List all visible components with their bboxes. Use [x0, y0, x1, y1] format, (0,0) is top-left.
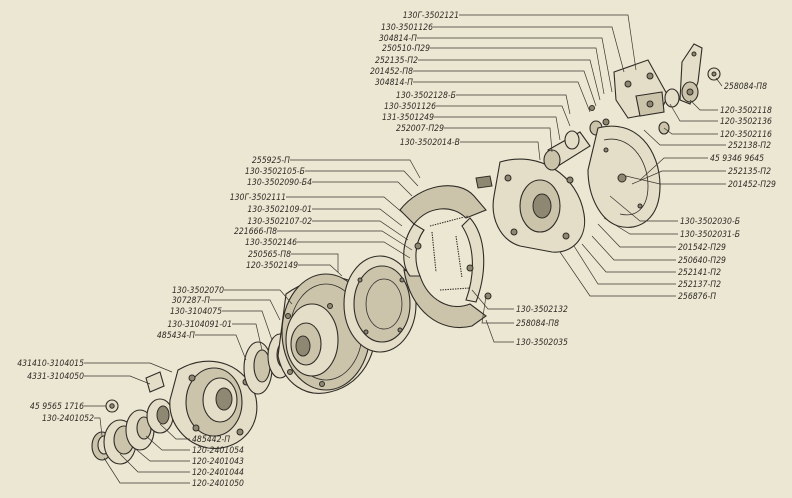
part-label: 130-3501126 — [384, 102, 436, 112]
part-label: 250640-П29 — [678, 256, 726, 266]
part-label: 201542-П29 — [678, 243, 726, 253]
part-label: 130-3502109-01 — [247, 205, 312, 215]
part-label: 130-3501126 — [381, 23, 433, 33]
part-label: 256876-П — [678, 292, 716, 302]
part-label: 130Г-3502111 — [230, 193, 286, 203]
dust-shield-ring-part — [343, 255, 417, 353]
part-label: 120-3502136 — [720, 117, 772, 127]
part-label: 252138-П2 — [728, 141, 771, 151]
part-label: 45 9565 1716 — [30, 402, 84, 412]
part-label: 252137-П2 — [678, 280, 721, 290]
part-label: 304814-П — [375, 78, 413, 88]
part-label: 255925-П — [252, 156, 290, 166]
bearing-nut-stack-part — [103, 398, 174, 465]
part-label: 130-3502014-В — [400, 138, 460, 148]
part-label: 120-3502116 — [720, 130, 772, 140]
leader-lines — [84, 14, 726, 484]
part-label: 130-3104075 — [170, 307, 222, 317]
part-label: 485434-П — [157, 331, 195, 341]
part-label: 250510-П29 — [382, 44, 430, 54]
expander-cam-shaft-part — [543, 105, 610, 171]
part-label: 120-2401044 — [192, 468, 244, 478]
part-label: 130-3502146 — [245, 238, 297, 248]
part-label: 130-3104091-01 — [167, 320, 232, 330]
brake-shoes-part — [399, 175, 493, 328]
part-label: 131-3501249 — [382, 113, 434, 123]
part-label: 120-2401054 — [192, 446, 244, 456]
part-label: 252141-П2 — [678, 268, 721, 278]
brake-shield-plate-part — [587, 125, 661, 228]
part-label: 485442-П — [192, 435, 230, 445]
part-label: 304814-П — [379, 34, 417, 44]
part-label: 258084-П8 — [516, 319, 559, 329]
part-label: 120-2401043 — [192, 457, 244, 467]
part-label: 252135-П2 — [375, 56, 418, 66]
part-label: 250565-П8 — [248, 250, 291, 260]
part-label: 120-3502149 — [246, 261, 298, 271]
part-label: 130-3502035 — [516, 338, 568, 348]
part-label: 252135-П2 — [728, 167, 771, 177]
slack-adjuster-lever-part — [658, 43, 721, 135]
part-label: 130-2401052 — [42, 414, 94, 424]
part-label: 201452-П29 — [728, 180, 776, 190]
part-label: 130-3502107-02 — [247, 217, 312, 227]
part-label: 120-2401050 — [192, 479, 244, 489]
part-label: 4331-3104050 — [27, 372, 84, 382]
part-label: 201452-П8 — [370, 67, 413, 77]
part-label: 130-3502090-Б4 — [247, 178, 312, 188]
part-label: 130-3502030-Б — [680, 217, 740, 227]
part-label: 130Г-3502121 — [403, 11, 459, 21]
part-label: 431410-3104015 — [17, 359, 84, 369]
part-number-labels: 130Г-3502121 130-3501126 304814-П 250510… — [17, 11, 776, 489]
part-label: 130-3502105-Б — [245, 167, 305, 177]
wheel-hub-part — [145, 360, 258, 449]
part-label: 120-3502118 — [720, 106, 772, 116]
part-label: 258084-П8 — [724, 82, 767, 92]
part-label: 252007-П29 — [396, 124, 444, 134]
part-label: 45 9346 9645 — [710, 154, 764, 164]
part-label: 130-3502128-Б — [396, 91, 456, 101]
part-label: 307287-П — [172, 296, 210, 306]
chamber-bracket-part — [613, 59, 669, 119]
part-label: 221666-П8 — [234, 227, 277, 237]
part-label: 130-3502031-Б — [680, 230, 740, 240]
part-label: 130-3502132 — [516, 305, 568, 315]
backing-plate-part — [492, 158, 586, 253]
part-label: 130-3502070 — [172, 286, 224, 296]
